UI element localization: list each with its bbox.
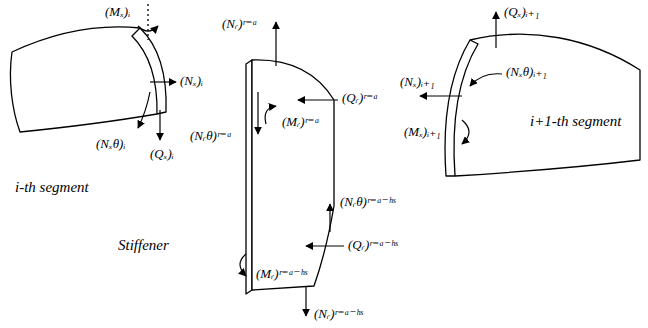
- force-arrow: [306, 245, 344, 246]
- force-label: (Qᵣ)ʳ⁼ᵃ⁻ʰˢ: [348, 237, 397, 253]
- plate-thickness: [246, 60, 252, 294]
- force-label: (Nₓ)ᵢ₊₁: [400, 74, 434, 90]
- moment-arrow: [462, 120, 469, 144]
- part-name: i+1-th segment: [530, 112, 621, 130]
- force-arrow: [257, 92, 258, 134]
- shell-segment: [10, 4, 176, 140]
- segment-edge: [132, 36, 157, 114]
- stiffener-plate: [240, 22, 344, 316]
- part-name: Stiffener: [118, 236, 169, 254]
- force-label: (Nᵣθ)ʳ⁼ᵃ: [190, 128, 232, 144]
- force-label: (Nᵣθ)ʳ⁼ᵃ⁻ʰˢ: [340, 194, 395, 210]
- moment-arrow: [138, 26, 158, 31]
- segment-edge: [454, 40, 478, 176]
- force-label: (Nᵣ)ʳ⁼ᵃ⁻ʰˢ: [314, 306, 363, 322]
- force-arrow: [159, 110, 160, 140]
- force-arrow: [329, 204, 330, 232]
- plate-face: [252, 60, 334, 290]
- force-arrow: [138, 92, 150, 128]
- moment-arrow: [265, 106, 276, 124]
- moment-label: (Mₓ)ᵢ: [105, 4, 130, 20]
- moment-label: (Mₓ)ᵢ₊₁: [404, 124, 441, 140]
- force-arrow: [298, 99, 338, 100]
- force-label: (Nₓ)ᵢ: [180, 73, 203, 89]
- moment-label: (Mᵣ)ʳ⁼ᵃ⁻ʰˢ: [256, 266, 307, 282]
- force-arrow: [275, 22, 276, 66]
- force-arrow: [495, 12, 496, 48]
- force-label: (Qᵣ)ʳ⁼ᵃ: [342, 90, 378, 106]
- moment-label: (Mᵣ)ʳ⁼ᵃ: [282, 114, 320, 130]
- force-label: (Qₓ)ᵢ₊₁: [504, 4, 539, 20]
- force-arrow: [470, 74, 502, 86]
- reference-line: [147, 4, 148, 40]
- shell-segment: [420, 12, 640, 176]
- force-label: (Nₓθ)ᵢ₊₁: [506, 64, 547, 80]
- force-label: (Nᵣ)ʳ⁼ᵃ: [222, 16, 257, 32]
- force-arrow: [150, 81, 176, 82]
- segment-body: [445, 34, 640, 176]
- segment-body: [10, 27, 166, 132]
- part-name: i-th segment: [15, 178, 89, 196]
- moment-arrow: [240, 254, 246, 276]
- force-arrow: [420, 95, 462, 96]
- force-arrow: [305, 286, 306, 316]
- force-label: (Qₓ)ᵢ: [150, 146, 174, 162]
- force-label: (Nₓθ)ᵢ: [96, 136, 125, 152]
